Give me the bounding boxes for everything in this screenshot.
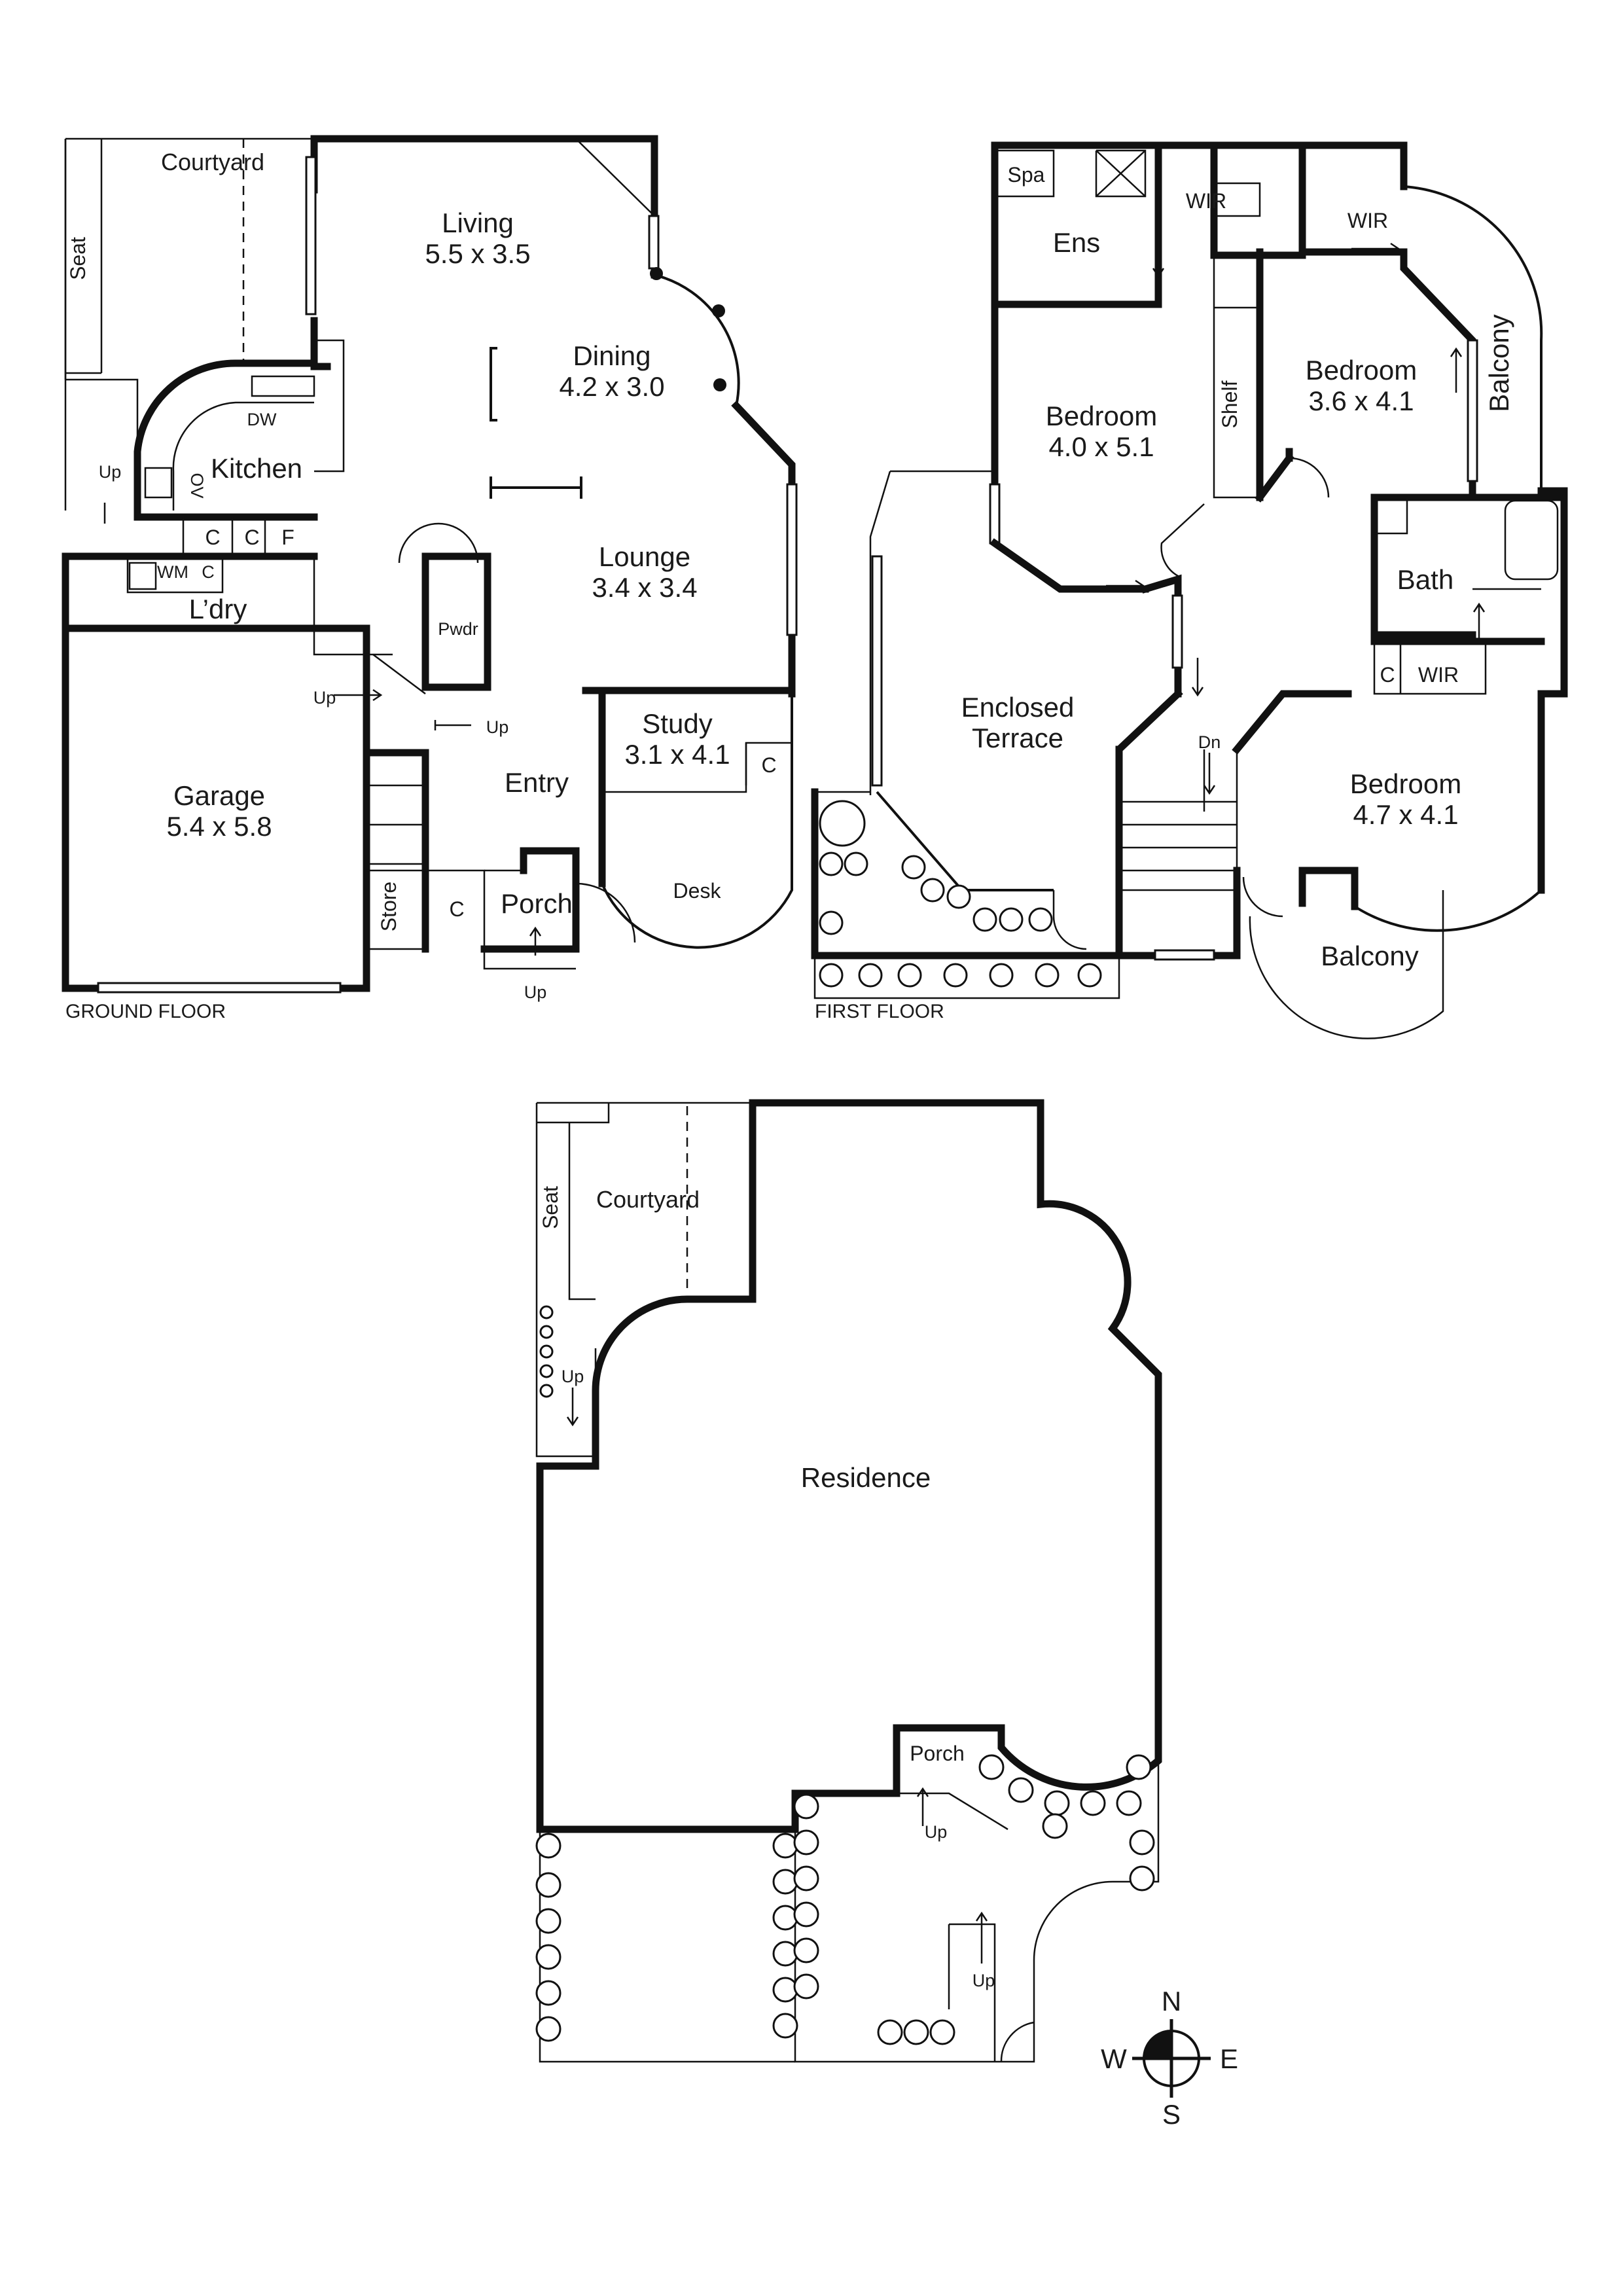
first-floor-caption: FIRST FLOOR [815, 1001, 944, 1022]
ground-courtyard-label: Courtyard [161, 149, 264, 175]
wir2-label: WIR [1347, 209, 1388, 232]
study-dim: 3.1 x 4.1 [624, 739, 730, 770]
residence-label: Residence [801, 1462, 931, 1493]
garage-label: Garage [173, 780, 265, 811]
ground-floor-plan: Living 5.5 x 3.5 Dining 4.2 x 3.0 Courty… [62, 135, 798, 1022]
laundry-label: L’dry [189, 594, 247, 624]
dining-column [713, 378, 726, 391]
washing-machine-label: WM [157, 562, 188, 582]
ground-up-label-3: Up [486, 717, 509, 737]
terrace-glazing [871, 555, 883, 787]
site-seat-label: Seat [539, 1186, 562, 1229]
site-planting [535, 1305, 1155, 2045]
bedroom3-label: Bedroom [1350, 768, 1461, 799]
powder-label: Pwdr [438, 619, 478, 639]
site-plan: Courtyard Seat Up Residence Porch Up Up [535, 1099, 1162, 2063]
first-cupboard-label: C [1380, 663, 1395, 687]
wir3-label: WIR [1418, 663, 1459, 687]
site-gate-up-label: Up [972, 1971, 995, 1990]
lounge-dim: 3.4 x 3.4 [592, 572, 697, 603]
lounge-label: Lounge [599, 541, 690, 572]
store-label: Store [377, 882, 401, 931]
bedroom1-window [989, 483, 1001, 545]
dishwasher-label: DW [247, 410, 277, 429]
compass-west: W [1101, 2043, 1127, 2074]
site-porch-up-label: Up [925, 1822, 948, 1842]
compass-south: S [1162, 2099, 1181, 2130]
shelf-label: Shelf [1218, 380, 1241, 428]
compass-east: E [1220, 2043, 1238, 2074]
study-label: Study [642, 708, 712, 739]
down-label: Dn [1198, 732, 1221, 752]
washing-machine [128, 562, 157, 590]
garage-dim: 5.4 x 5.8 [166, 811, 272, 842]
ground-up-label: Up [99, 462, 122, 482]
bedroom2-dim: 3.6 x 4.1 [1308, 386, 1414, 416]
lounge-window [786, 483, 798, 636]
porch-up-label: Up [524, 982, 547, 1002]
fridge-label: F [281, 526, 294, 549]
stair-window [1171, 594, 1183, 669]
desk-label: Desk [673, 879, 722, 903]
kitchen-label: Kitchen [211, 453, 302, 484]
ground-up-label-2: Up [313, 688, 336, 708]
porch-label: Porch [501, 888, 573, 919]
dining-dim: 4.2 x 3.0 [559, 371, 664, 402]
balcony2-label: Balcony [1321, 941, 1418, 971]
kitchen-cupboard-label: C [205, 526, 220, 549]
stair-window-2 [1154, 949, 1215, 961]
living-dim: 5.5 x 3.5 [425, 238, 530, 269]
terrace-label: Terrace [972, 723, 1063, 753]
terrace-planting [819, 800, 1102, 988]
wir1-label: WIR [1186, 189, 1226, 213]
store-cupboard-label: C [449, 897, 464, 921]
spa-label: Spa [1008, 163, 1045, 187]
oven-label: OV [187, 473, 207, 498]
living-window [305, 156, 317, 315]
enclosed-label: Enclosed [961, 692, 1075, 723]
entry-label: Entry [505, 767, 569, 798]
bedroom3-dim: 4.7 x 4.1 [1353, 799, 1458, 830]
site-courtyard-label: Courtyard [596, 1186, 700, 1213]
ground-seat-label: Seat [66, 237, 90, 280]
site-up-label: Up [562, 1367, 584, 1386]
living-window-2 [648, 215, 660, 270]
bathtub [1504, 499, 1559, 581]
first-floor-plan: Spa Ens WIR WIR Bedroom 4.0 x 5.1 Shelf … [811, 141, 1568, 1039]
bedroom2-window [1467, 339, 1478, 482]
compass: N S E W [1101, 1986, 1238, 2130]
ensuite-label: Ens [1053, 227, 1100, 258]
ground-floor-caption: GROUND FLOOR [65, 1001, 226, 1022]
oven [144, 467, 173, 499]
kitchen-sink [251, 375, 315, 397]
bedroom1-dim: 4.0 x 5.1 [1048, 431, 1154, 462]
bedroom1-label: Bedroom [1046, 401, 1157, 431]
study-cupboard-label: C [761, 753, 776, 777]
laundry-cupboard-label: C [202, 562, 215, 582]
site-porch-label: Porch [910, 1742, 965, 1765]
garage-door [97, 982, 342, 994]
dining-column [712, 304, 725, 317]
balcony-label: Balcony [1484, 314, 1514, 412]
dining-column [650, 267, 663, 280]
living-label: Living [442, 207, 514, 238]
compass-north: N [1162, 1986, 1181, 2017]
kitchen-cupboard-label-2: C [244, 526, 259, 549]
dining-label: Dining [573, 340, 651, 371]
bath-label: Bath [1397, 564, 1454, 595]
bedroom2-label: Bedroom [1306, 355, 1417, 386]
